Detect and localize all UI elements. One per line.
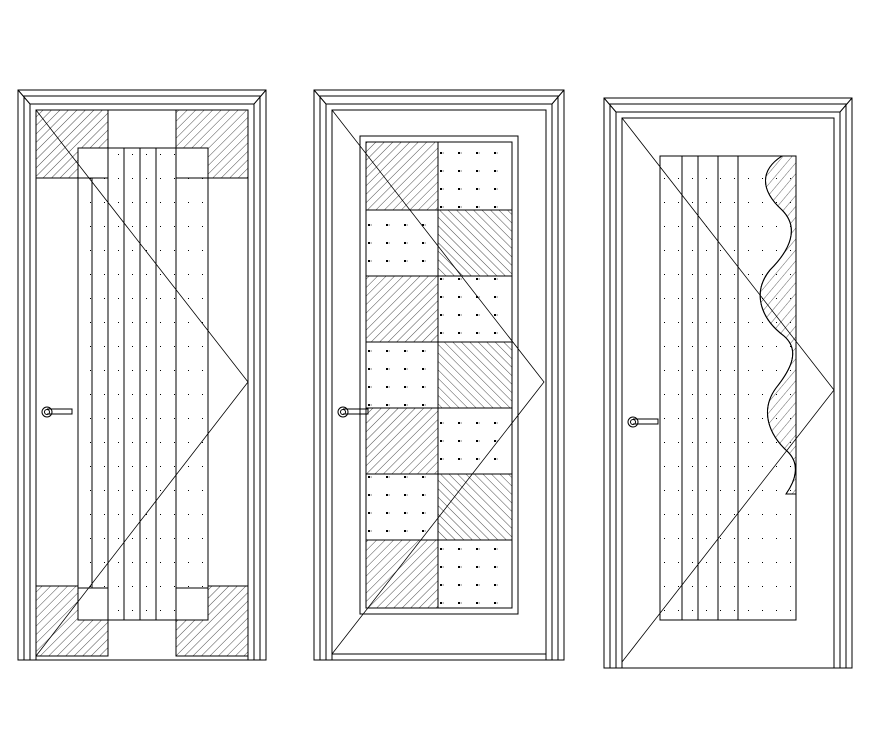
door-3 bbox=[603, 97, 853, 669]
panel-grid bbox=[365, 141, 513, 609]
door-1 bbox=[17, 89, 267, 661]
door-2 bbox=[313, 89, 565, 661]
